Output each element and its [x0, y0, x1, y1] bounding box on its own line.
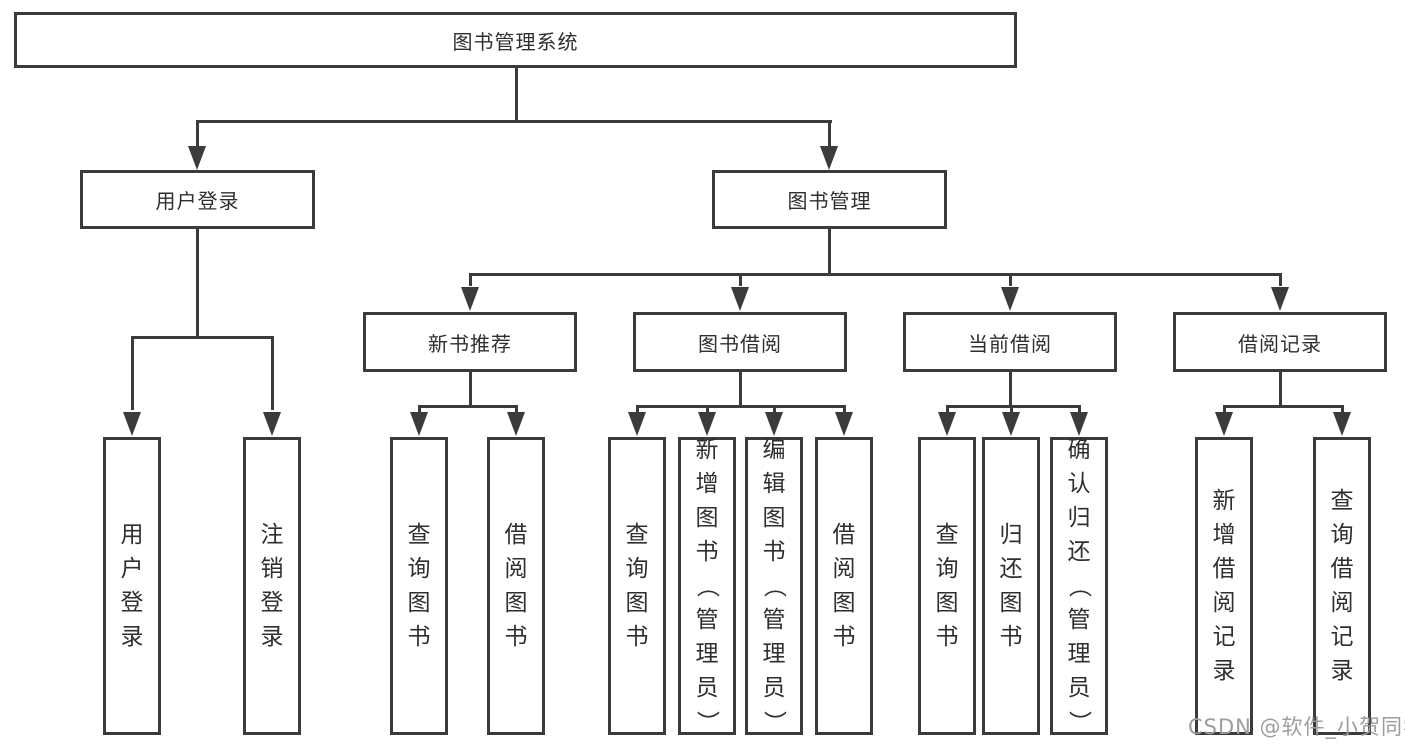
leaf-node-current-confirm-admin: 确认归还（管理员）	[1050, 437, 1108, 735]
csdn-watermark: CSDN @软件_小贺同学	[1188, 715, 1405, 739]
connector-stem	[1010, 405, 1013, 415]
leaf-node-records-add: 新增借阅记录	[1195, 437, 1253, 735]
connector-user-login-branch	[131, 336, 274, 339]
connector-stem	[739, 276, 742, 286]
leaf-node-label: 确认归还（管理员）	[1066, 437, 1092, 734]
connector-new-books-stem	[469, 372, 472, 405]
leaf-node-borrowing-query: 查询图书	[608, 437, 666, 735]
arrowhead-down-icon	[835, 412, 853, 436]
connector-stem	[1009, 276, 1012, 286]
arrowhead-down-icon	[461, 287, 479, 311]
arrowhead-down-icon	[731, 287, 749, 311]
branch-node-book-management: 图书管理	[712, 170, 947, 229]
connector-book-management-stem	[828, 229, 831, 273]
connector-stem	[418, 405, 421, 415]
leaf-node-records-query: 查询借阅记录	[1313, 437, 1371, 735]
connector-book-borrowing-branch	[636, 405, 845, 408]
leaf-node-label: 归还图书	[999, 522, 1023, 650]
section-node-new-books: 新书推荐	[363, 312, 577, 372]
arrowhead-down-icon	[1333, 412, 1351, 436]
leaf-node-label: 借阅图书	[504, 522, 528, 650]
leaf-node-label: 查询借阅记录	[1330, 488, 1354, 684]
arrowhead-down-icon	[1002, 412, 1020, 436]
connector-borrow-records-branch	[1223, 405, 1343, 408]
leaf-node-label: 查询图书	[935, 522, 959, 650]
branch-node-user-login: 用户登录	[80, 170, 315, 229]
arrowhead-down-icon	[628, 412, 646, 436]
connector-book-borrowing-stem	[739, 372, 742, 405]
leaf-node-label: 新增借阅记录	[1212, 488, 1236, 684]
section-node-current-borrowing: 当前借阅	[903, 312, 1117, 372]
connector-root-stem	[515, 68, 518, 120]
arrowhead-down-icon	[1215, 412, 1233, 436]
leaf-node-logout: 注销登录	[243, 437, 301, 735]
root-node-library-system: 图书管理系统	[14, 12, 1017, 68]
root-node-label: 图书管理系统	[452, 29, 579, 54]
connector-book-management-branch	[469, 273, 1282, 276]
connector-stem-book-management	[828, 123, 831, 148]
arrowhead-down-icon	[1271, 287, 1289, 311]
connector-stem	[271, 339, 274, 410]
connector-stem	[1279, 276, 1282, 286]
section-node-label: 当前借阅	[968, 331, 1052, 356]
connector-stem-user-login	[196, 123, 199, 148]
connector-current-borrowing-branch	[946, 405, 1080, 408]
connector-borrow-records-stem	[1279, 372, 1282, 405]
arrowhead-down-icon	[410, 412, 428, 436]
branch-node-label: 图书管理	[787, 189, 872, 213]
connector-stem	[1078, 405, 1081, 415]
arrowhead-down-icon	[820, 146, 838, 170]
section-node-label: 图书借阅	[698, 331, 782, 356]
connector-stem	[1223, 405, 1226, 415]
connector-stem	[946, 405, 949, 415]
connector-stem	[636, 405, 639, 415]
connector-root-branch	[196, 120, 832, 123]
connector-stem	[131, 339, 134, 410]
arrowhead-down-icon	[1001, 287, 1019, 311]
connector-stem	[469, 276, 472, 286]
leaf-node-label: 查询图书	[407, 522, 431, 650]
leaf-node-current-query: 查询图书	[918, 437, 976, 735]
leaf-node-user-login: 用户登录	[103, 437, 161, 735]
connector-stem	[515, 405, 518, 415]
leaf-node-label: 借阅图书	[832, 522, 856, 650]
section-node-label: 借阅记录	[1238, 331, 1322, 356]
arrowhead-down-icon	[123, 412, 141, 436]
leaf-node-current-return: 归还图书	[982, 437, 1040, 735]
leaf-node-label: 新增图书（管理员）	[694, 437, 720, 734]
arrowhead-down-icon	[263, 412, 281, 436]
connector-user-login-stem	[196, 229, 199, 336]
arrowhead-down-icon	[698, 412, 716, 436]
leaf-node-new-books-borrow: 借阅图书	[487, 437, 545, 735]
arrowhead-down-icon	[507, 412, 525, 436]
arrowhead-down-icon	[188, 146, 206, 170]
connector-stem	[843, 405, 846, 415]
leaf-node-label: 注销登录	[260, 522, 284, 650]
arrowhead-down-icon	[1070, 412, 1088, 436]
leaf-node-label: 用户登录	[120, 522, 144, 650]
section-node-book-borrowing: 图书借阅	[633, 312, 847, 372]
connector-stem	[1341, 405, 1344, 415]
leaf-node-borrowing-borrow: 借阅图书	[815, 437, 873, 735]
arrowhead-down-icon	[938, 412, 956, 436]
branch-node-label: 用户登录	[155, 189, 240, 213]
leaf-node-label: 查询图书	[625, 522, 649, 650]
connector-stem	[706, 405, 709, 415]
connector-new-books-branch	[418, 405, 518, 408]
leaf-node-borrowing-edit-admin: 编辑图书（管理员）	[745, 437, 803, 735]
leaf-node-new-books-query: 查询图书	[390, 437, 448, 735]
connector-stem	[773, 405, 776, 415]
arrowhead-down-icon	[765, 412, 783, 436]
leaf-node-borrowing-add-admin: 新增图书（管理员）	[678, 437, 736, 735]
leaf-node-label: 编辑图书（管理员）	[761, 437, 787, 734]
section-node-borrow-records: 借阅记录	[1173, 312, 1387, 372]
connector-current-borrowing-stem	[1009, 372, 1012, 405]
section-node-label: 新书推荐	[428, 331, 512, 356]
